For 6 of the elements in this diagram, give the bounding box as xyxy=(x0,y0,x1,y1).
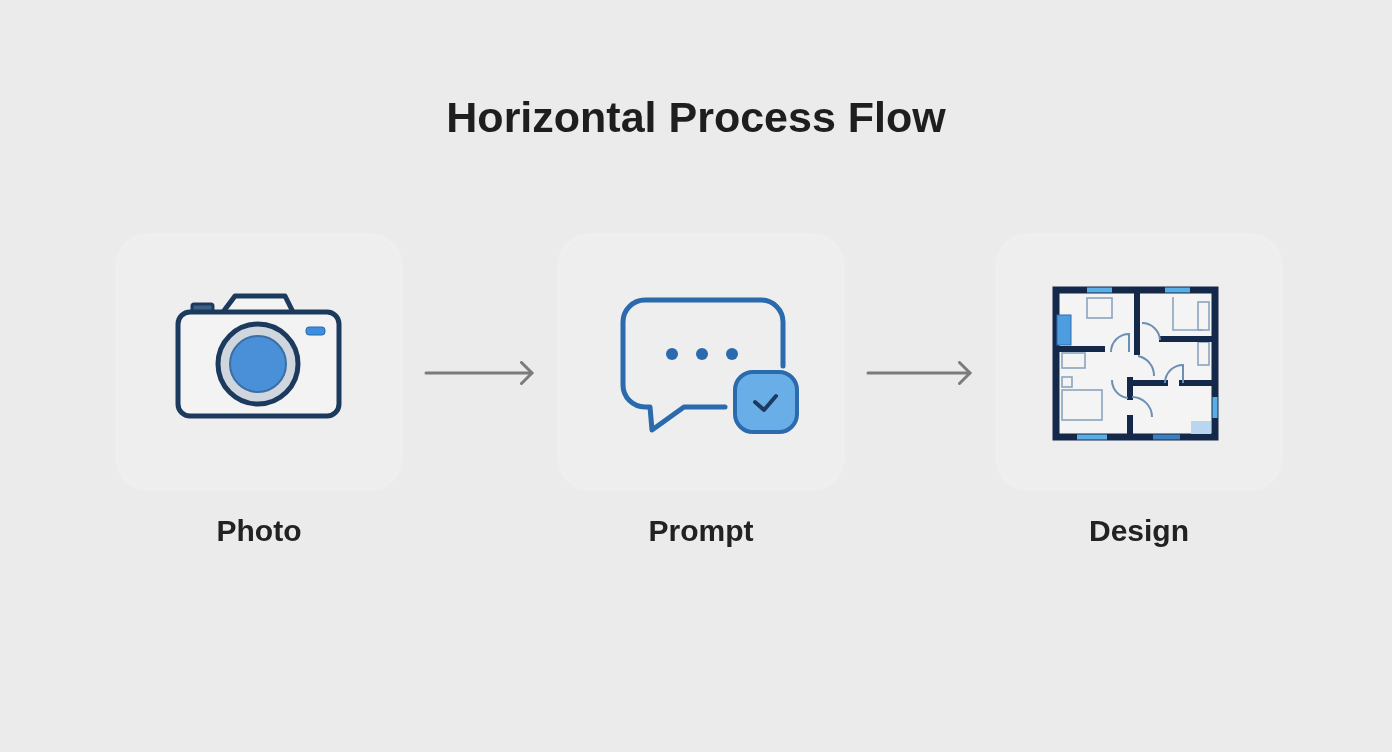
arrow xyxy=(424,361,534,385)
diagram-title: Horizontal Process Flow xyxy=(445,92,947,143)
arrow xyxy=(866,361,972,385)
step-label: Design xyxy=(1089,513,1189,549)
step-label: Photo xyxy=(216,513,302,549)
step-label: Prompt xyxy=(648,513,754,549)
